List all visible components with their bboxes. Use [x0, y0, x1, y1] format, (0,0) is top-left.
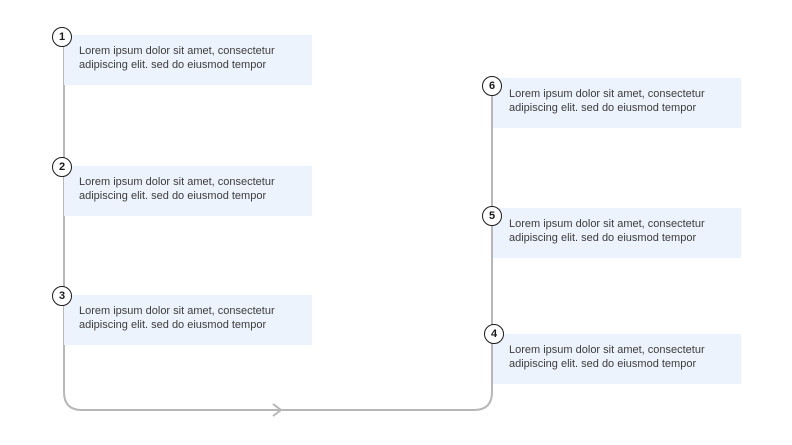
step-text: Lorem ipsum dolor sit amet, consectetur …: [509, 88, 705, 114]
connector-path: [63, 46, 493, 411]
step-number-badge: 1: [52, 27, 72, 47]
step-text: Lorem ipsum dolor sit amet, consectetur …: [79, 176, 275, 202]
step-number-badge: 3: [52, 286, 72, 306]
step-number-badge: 4: [484, 324, 504, 344]
step-number-badge: 5: [482, 206, 502, 226]
step-text: Lorem ipsum dolor sit amet, consectetur …: [509, 344, 705, 370]
step-text: Lorem ipsum dolor sit amet, consectetur …: [79, 305, 275, 331]
step-card: Lorem ipsum dolor sit amet, consectetur …: [493, 78, 741, 128]
step-card: Lorem ipsum dolor sit amet, consectetur …: [64, 166, 312, 216]
direction-arrow-icon: [272, 403, 282, 417]
step-card: Lorem ipsum dolor sit amet, consectetur …: [493, 334, 741, 384]
step-text: Lorem ipsum dolor sit amet, consectetur …: [509, 218, 705, 244]
step-text: Lorem ipsum dolor sit amet, consectetur …: [79, 45, 275, 71]
step-card: Lorem ipsum dolor sit amet, consectetur …: [493, 208, 741, 258]
step-number-badge: 2: [52, 157, 72, 177]
step-card: Lorem ipsum dolor sit amet, consectetur …: [64, 295, 312, 345]
step-number-badge: 6: [482, 76, 502, 96]
step-card: Lorem ipsum dolor sit amet, consectetur …: [64, 35, 312, 85]
